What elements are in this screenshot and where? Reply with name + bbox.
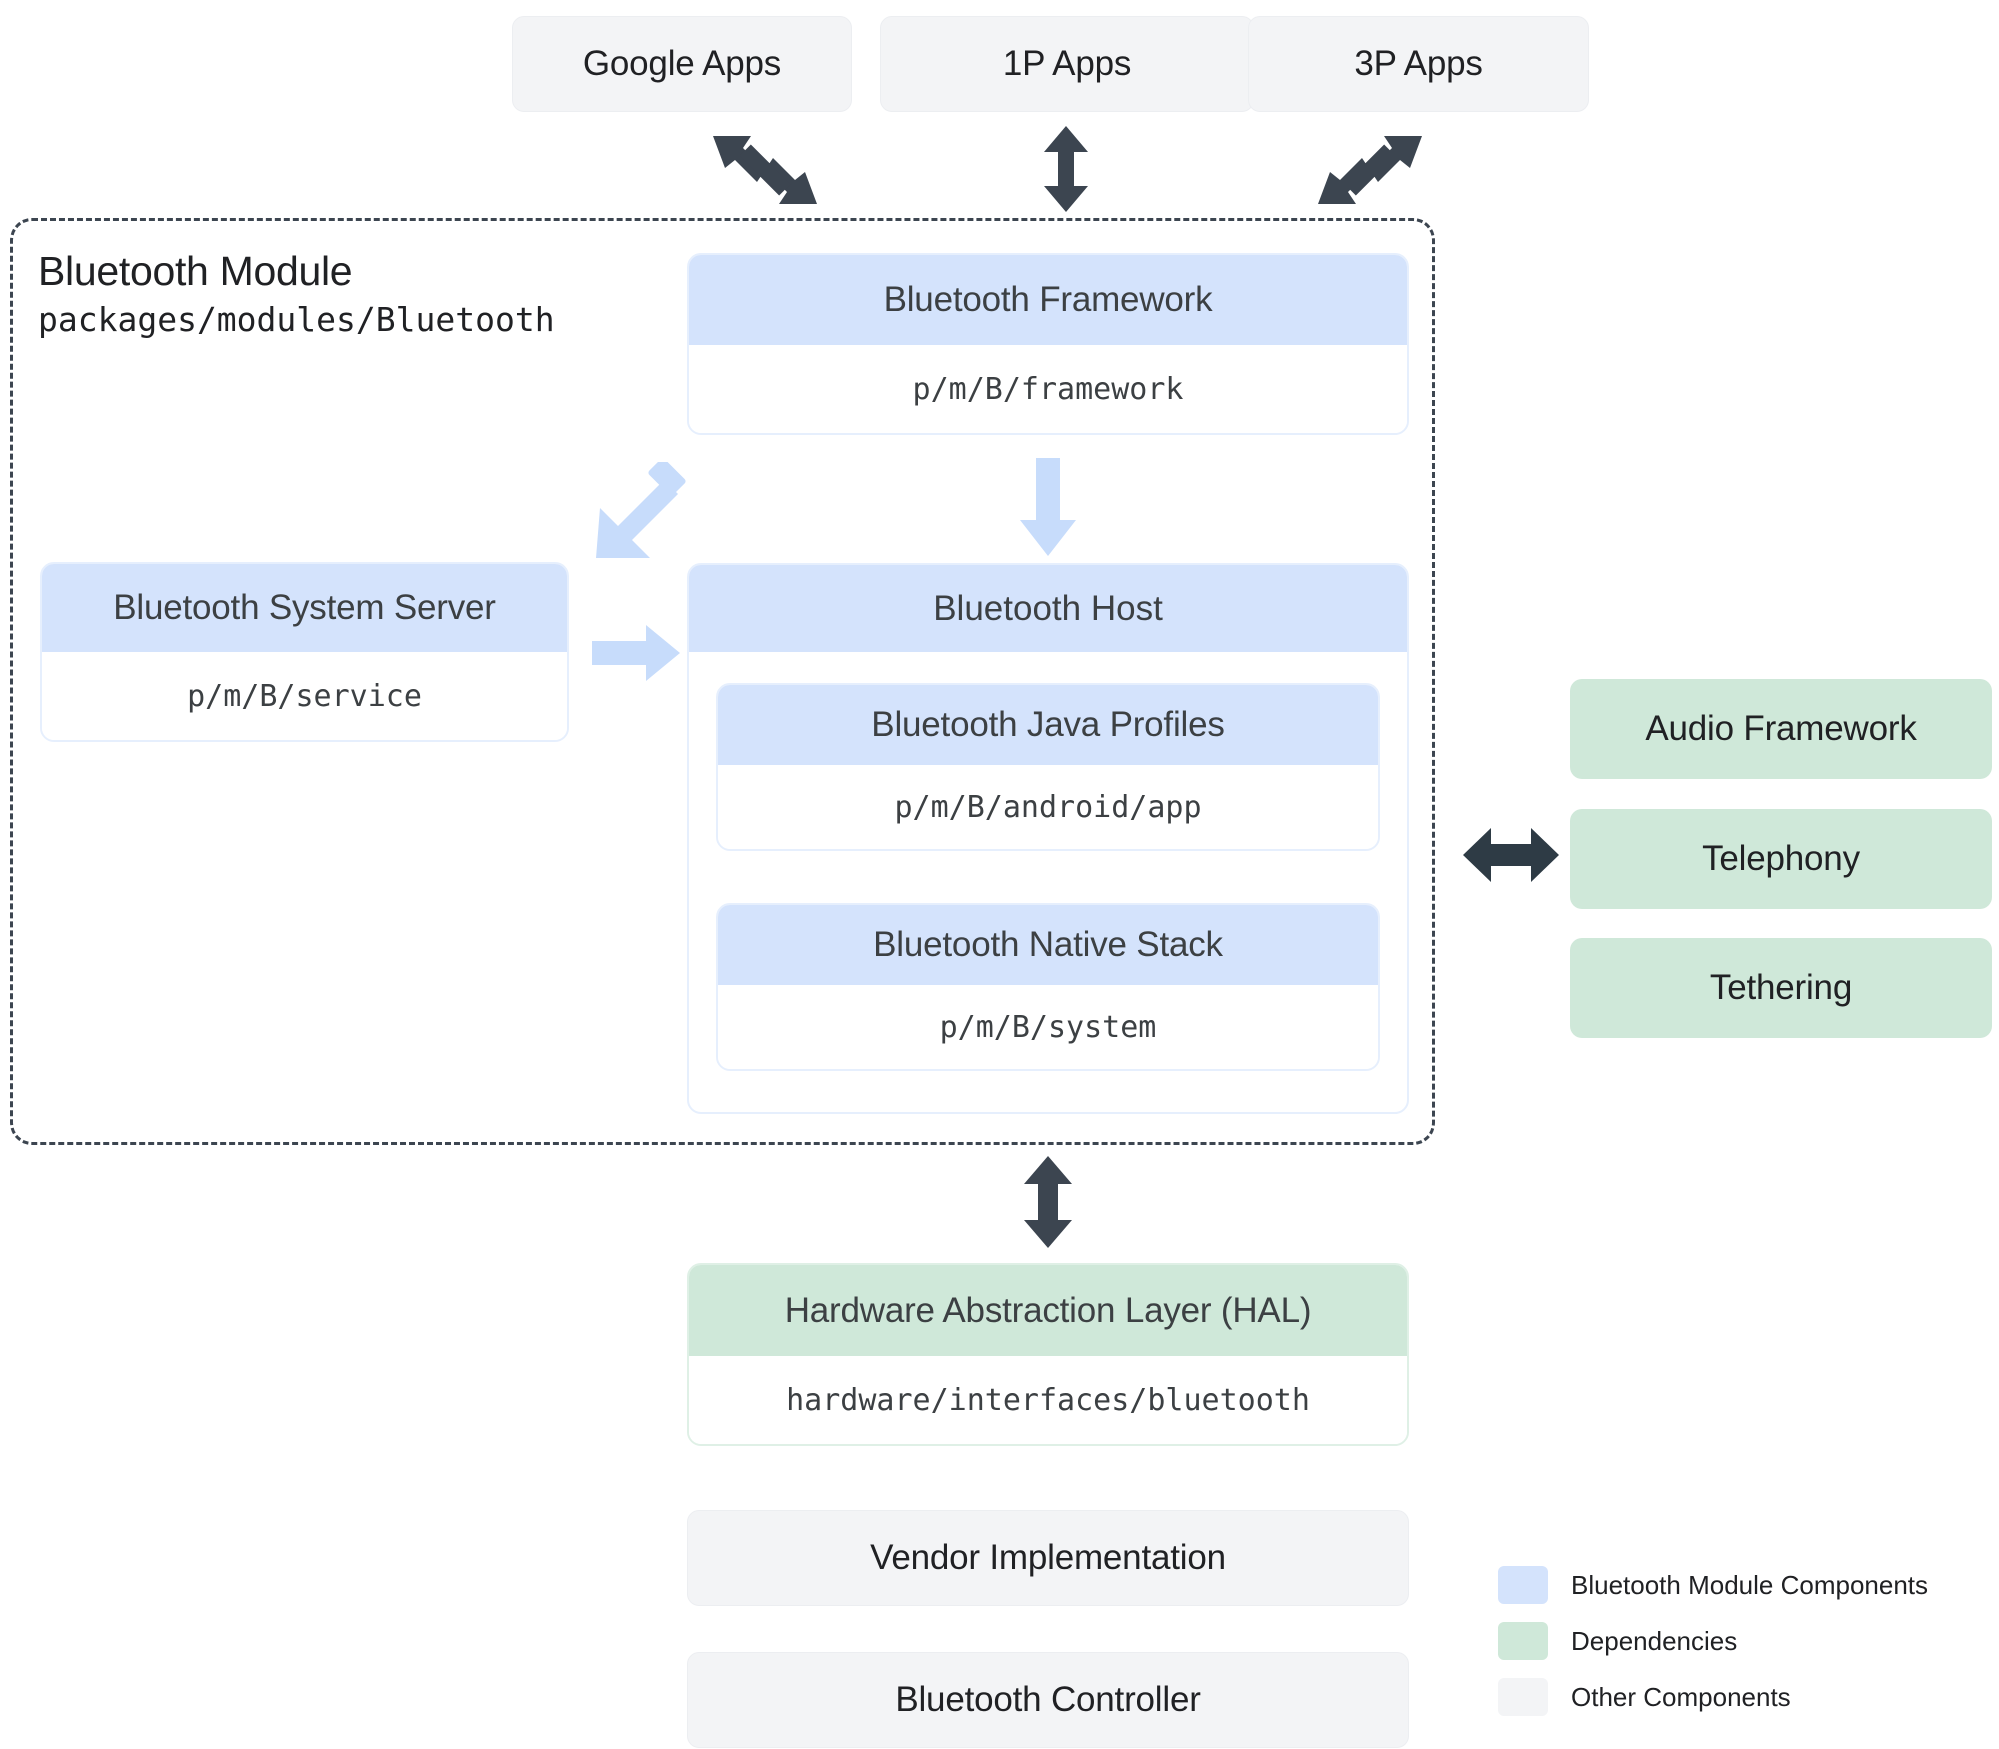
bluetooth-system-server-title: Bluetooth System Server (42, 564, 567, 652)
legend-label-module-components: Bluetooth Module Components (1571, 1569, 1929, 1600)
module-to-hal-arrow-icon (1024, 1156, 1072, 1248)
legend-swatch-grey (1498, 1678, 1548, 1716)
google-apps-arrow-icon (713, 136, 817, 204)
legend-label-dependencies: Dependencies (1571, 1625, 1738, 1656)
vendor-implementation-label: Vendor Implementation (870, 1538, 1226, 1577)
legend-swatch-blue (1498, 1566, 1548, 1604)
module-path: packages/modules/Bluetooth (38, 300, 555, 339)
bluetooth-host-title: Bluetooth Host (689, 565, 1407, 652)
module-title: Bluetooth Module (38, 248, 353, 294)
third-party-apps-box: 3P Apps (1248, 16, 1589, 112)
bluetooth-module-container (10, 218, 1435, 1145)
legend-item-module-components: Bluetooth Module Components (1498, 1557, 1968, 1613)
vendor-implementation-box: Vendor Implementation (687, 1510, 1409, 1606)
system-server-to-host-arrow-icon (592, 625, 680, 681)
hal-path: hardware/interfaces/bluetooth (689, 1356, 1407, 1444)
legend-item-other-components: Other Components (1498, 1669, 1968, 1725)
bluetooth-controller-box: Bluetooth Controller (687, 1652, 1409, 1748)
legend-swatch-green (1498, 1622, 1548, 1660)
google-apps-label: Google Apps (582, 44, 782, 83)
third-party-apps-label: 3P Apps (1354, 44, 1483, 83)
host-to-framework-arrow-icon (596, 462, 686, 558)
bluetooth-java-profiles-title: Bluetooth Java Profiles (718, 685, 1378, 765)
legend-label-other-components: Other Components (1571, 1681, 1791, 1712)
bluetooth-native-stack-box: Bluetooth Native Stack p/m/B/system (716, 903, 1380, 1071)
first-party-apps-arrow-icon (1044, 126, 1088, 212)
framework-to-host-arrow-icon (1020, 458, 1076, 556)
audio-framework-label: Audio Framework (1645, 709, 1917, 748)
first-party-apps-label: 1P Apps (1002, 44, 1132, 83)
telephony-box: Telephony (1570, 809, 1992, 909)
bluetooth-system-server-path: p/m/B/service (42, 652, 567, 740)
bluetooth-system-server-box: Bluetooth System Server p/m/B/service (40, 562, 569, 742)
third-party-apps-arrow-icon (1318, 136, 1422, 204)
audio-framework-box: Audio Framework (1570, 679, 1992, 779)
host-to-dependencies-arrow-icon (1463, 828, 1559, 882)
tethering-box: Tethering (1570, 938, 1992, 1038)
bluetooth-controller-label: Bluetooth Controller (895, 1680, 1201, 1719)
bluetooth-framework-path: p/m/B/framework (689, 345, 1407, 433)
bluetooth-framework-title: Bluetooth Framework (689, 255, 1407, 345)
first-party-apps-box: 1P Apps (880, 16, 1254, 112)
bluetooth-java-profiles-path: p/m/B/android/app (718, 765, 1378, 849)
bluetooth-native-stack-path: p/m/B/system (718, 985, 1378, 1069)
bluetooth-host-box: Bluetooth Host Bluetooth Java Profiles p… (687, 563, 1409, 1114)
legend: Bluetooth Module Components Dependencies… (1498, 1557, 1968, 1725)
tethering-label: Tethering (1709, 968, 1853, 1007)
telephony-label: Telephony (1702, 839, 1860, 878)
bluetooth-native-stack-title: Bluetooth Native Stack (718, 905, 1378, 985)
bluetooth-framework-box: Bluetooth Framework p/m/B/framework (687, 253, 1409, 435)
hal-title: Hardware Abstraction Layer (HAL) (689, 1265, 1407, 1356)
bluetooth-java-profiles-box: Bluetooth Java Profiles p/m/B/android/ap… (716, 683, 1380, 851)
legend-item-dependencies: Dependencies (1498, 1613, 1968, 1669)
hal-box: Hardware Abstraction Layer (HAL) hardwar… (687, 1263, 1409, 1446)
google-apps-box: Google Apps (512, 16, 852, 112)
